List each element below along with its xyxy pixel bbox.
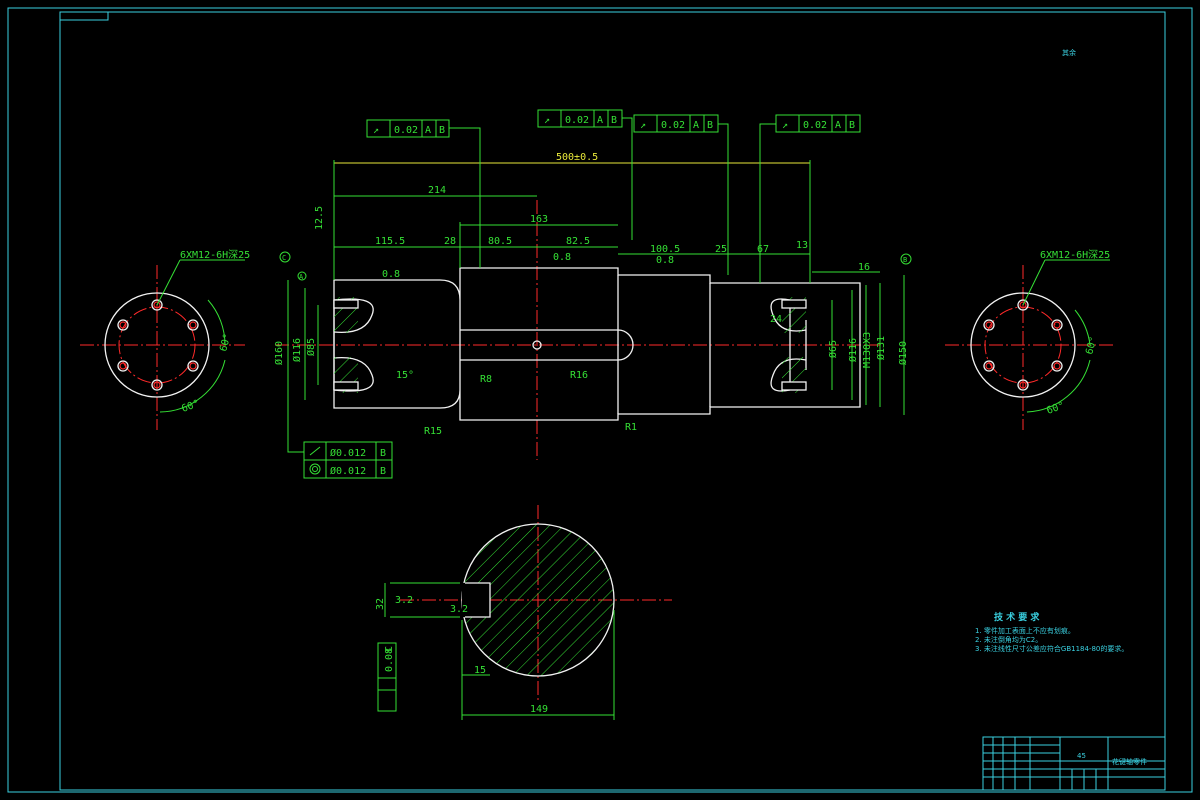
- thread-label-right: 6XM12-6H深25: [1040, 249, 1110, 261]
- frame4-val: 0.02: [803, 120, 827, 131]
- datum-c: C: [282, 254, 286, 262]
- dia-116-right: Ø116: [847, 338, 859, 362]
- frame3-d2: B: [707, 120, 713, 131]
- dim-24: 24: [770, 314, 782, 325]
- dia-160: Ø160: [273, 341, 285, 365]
- tb-material: 45: [1077, 752, 1086, 760]
- bf2-d: B: [380, 466, 386, 477]
- rough-b: 0.8: [553, 252, 571, 263]
- dim-12: 12.5: [314, 206, 325, 230]
- dim-16: 16: [858, 262, 870, 273]
- frame4-d2: B: [849, 120, 855, 131]
- rough-a: 0.8: [382, 269, 400, 280]
- rough-c: 0.8: [656, 255, 674, 266]
- right-end-view: 6XM12-6H深25 60° 60°: [945, 249, 1115, 430]
- frame1-d2: B: [439, 125, 445, 136]
- dim-13: 13: [796, 240, 808, 251]
- tech-item-1: 1. 零件加工表面上不应有划痕。: [975, 626, 1075, 635]
- dim-214: 214: [428, 185, 446, 196]
- angle-60-c: 60°: [1084, 335, 1099, 355]
- vf-d: C: [384, 646, 395, 652]
- frame2-d2: B: [611, 115, 617, 126]
- radius-r15: R15: [424, 426, 442, 437]
- dim-82: 82.5: [566, 236, 590, 247]
- section-view: 32 3.2 3.2 15 149 0.08 C: [375, 505, 672, 720]
- left-end-view: 6XM12-6H深25 60° 60°: [80, 249, 250, 430]
- frame4-sym: ↗: [782, 120, 788, 131]
- radius-r8: R8: [480, 374, 492, 385]
- thread-label-left: 6XM12-6H深25: [180, 249, 250, 261]
- thread-m130: M130X3: [862, 332, 873, 368]
- shaft-main-view: [275, 200, 880, 460]
- dim-500: 500±0.5: [556, 152, 598, 163]
- title-block: 45 花键轴零件: [982, 736, 1166, 791]
- dimensions: 500±0.5 214 163 115.5 28 80.5 82.5 100.5…: [273, 152, 912, 437]
- bf1-d: B: [380, 448, 386, 459]
- tech-requirements: 技 术 要 求 1. 零件加工表面上不应有划痕。 2. 未注倒角均为C2。 3.…: [975, 611, 1128, 653]
- tech-item-3: 3. 未注线性尺寸公差应符合GB1184-80的要求。: [975, 644, 1128, 653]
- dim-28: 28: [444, 236, 456, 247]
- dia-116-left: Ø116: [291, 338, 303, 362]
- datum-b: B: [903, 256, 907, 264]
- frame3-val: 0.02: [661, 120, 685, 131]
- dim-115: 115.5: [375, 236, 405, 247]
- dia-85: Ø85: [305, 338, 317, 356]
- corner-note: 其余: [1062, 48, 1076, 57]
- dim-67: 67: [757, 244, 769, 255]
- corner-tab: [59, 11, 109, 21]
- dim-163: 163: [530, 214, 548, 225]
- section-rough-a: 3.2: [395, 595, 413, 606]
- dim-25: 25: [715, 244, 727, 255]
- tb-part-name: 花键轴零件: [1112, 757, 1147, 766]
- tech-title: 技 术 要 求: [994, 611, 1040, 623]
- inner-border: [59, 11, 1166, 791]
- bf1-val: Ø0.012: [330, 447, 366, 459]
- dim-80: 80.5: [488, 236, 512, 247]
- angle-60-a: 60°: [218, 332, 233, 352]
- tolerance-frames-bottom: Ø0.012 B Ø0.012 B: [287, 420, 393, 479]
- section-rough-b: 3.2: [450, 604, 468, 615]
- frame1-val: 0.02: [394, 125, 418, 136]
- dia-131: Ø131: [875, 336, 887, 360]
- frame1-d1: A: [425, 125, 431, 136]
- angle-60-b: 60°: [180, 398, 201, 415]
- radius-r1: R1: [625, 422, 637, 433]
- section-15: 15: [474, 665, 486, 676]
- datum-a: A: [299, 273, 304, 281]
- frame4-d1: A: [835, 120, 841, 131]
- section-149: 149: [530, 704, 548, 715]
- radius-r16: R16: [570, 370, 588, 381]
- section-32: 32: [375, 598, 386, 610]
- frame2-val: 0.02: [565, 115, 589, 126]
- frame2-d1: A: [597, 115, 603, 126]
- tolerance-frames-top: ↗ 0.02 A B ↗ 0.02 A B ↗ 0.02 A B ↗ 0.02 …: [366, 109, 861, 283]
- frame3-d1: A: [693, 120, 699, 131]
- dia-150: Ø150: [897, 341, 909, 365]
- bf2-val: Ø0.012: [330, 465, 366, 477]
- tech-item-2: 2. 未注倒角均为C2。: [975, 635, 1042, 644]
- dia-65: Ø65: [827, 340, 839, 358]
- angle-15: 15°: [396, 370, 414, 381]
- vf-val: 0.08: [384, 648, 395, 672]
- outer-border: [7, 7, 1193, 793]
- frame2-sym: ↗: [544, 115, 550, 126]
- frame1-sym: ↗: [373, 125, 379, 136]
- frame3-sym: ↗: [640, 120, 646, 131]
- angle-60-d: 60°: [1045, 400, 1066, 417]
- dim-100: 100.5: [650, 244, 680, 255]
